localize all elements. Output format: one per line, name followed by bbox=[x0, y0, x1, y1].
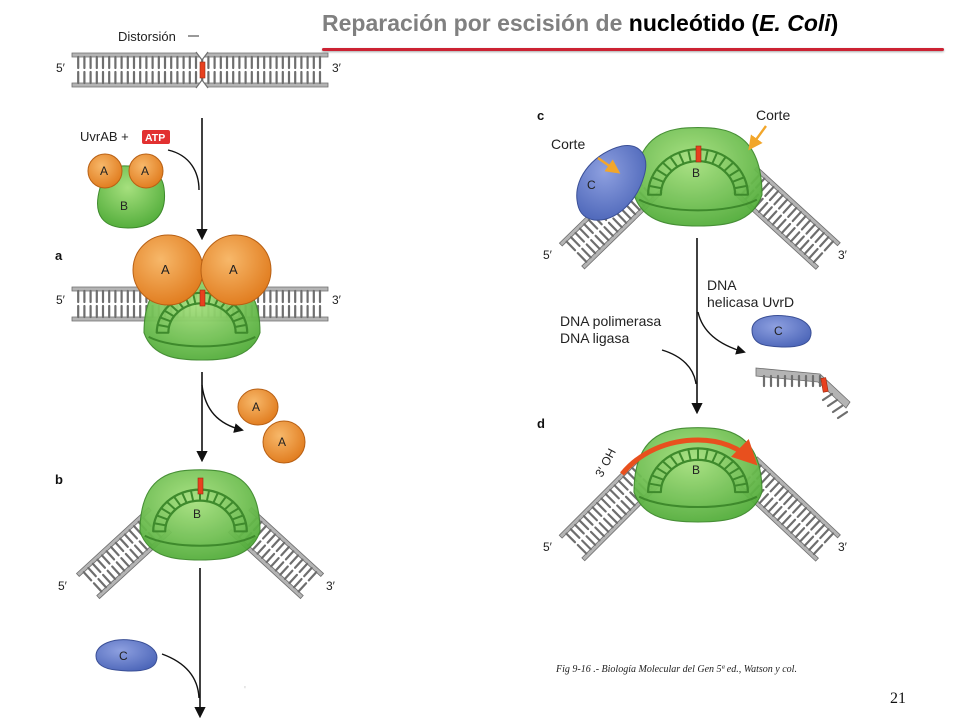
slide-title: Reparación por escisión de nucleótido (E… bbox=[322, 10, 838, 37]
protein-a-free-left bbox=[87, 153, 123, 189]
label-helicase-line1: DNA bbox=[707, 277, 737, 293]
protein-b-b: B bbox=[139, 469, 261, 561]
label-protein-a-free-right: A bbox=[141, 164, 149, 178]
protein-a-released-1 bbox=[237, 388, 279, 426]
cut-arrow-right bbox=[748, 125, 767, 151]
label-panel-b: b bbox=[55, 472, 63, 487]
atp-badge bbox=[142, 130, 170, 144]
label-protein-a-free-left: A bbox=[100, 164, 108, 178]
label-3prime-d: 3′ bbox=[838, 540, 848, 554]
label-uvrab: UvrAB + bbox=[80, 129, 129, 144]
label-5prime-c: 5′ bbox=[543, 248, 553, 262]
lesion-a bbox=[199, 289, 206, 307]
label-5prime-d: 5′ bbox=[543, 540, 553, 554]
protein-c-free bbox=[95, 639, 158, 672]
label-protein-a-a-right: A bbox=[229, 262, 238, 277]
protein-a-a-right bbox=[200, 234, 272, 306]
svg-text:B: B bbox=[193, 507, 201, 521]
label-protein-a-released-1: A bbox=[252, 400, 260, 414]
title-part-2: nucleótido ( bbox=[628, 10, 760, 36]
label-3prime-b: 3′ bbox=[326, 579, 336, 593]
label-distortion: Distorsión bbox=[118, 29, 176, 44]
lesion-top bbox=[199, 61, 206, 79]
title-part-3: E. Coli bbox=[759, 10, 831, 36]
title-part-4: ) bbox=[830, 10, 839, 36]
label-panel-a: a bbox=[55, 248, 63, 263]
label-5prime-b: 5′ bbox=[58, 579, 68, 593]
figure-caption: Fig 9-16 .- Biología Molecular del Gen 5… bbox=[556, 664, 797, 675]
label-protein-b-c-text: B bbox=[692, 166, 700, 180]
arrow-release-c bbox=[697, 311, 746, 355]
label-protein-a-a-left: A bbox=[161, 262, 170, 277]
protein-b-d bbox=[633, 427, 763, 523]
label-3-oh: 3′ OH bbox=[592, 446, 619, 479]
label-cut-left: Corte bbox=[551, 136, 585, 152]
label-5prime-top: 5′ bbox=[56, 61, 66, 75]
label-3prime-c: 3′ bbox=[838, 248, 848, 262]
title-part-1: Reparación por escisión de bbox=[322, 10, 629, 36]
label-protein-b-free: B bbox=[120, 199, 128, 213]
label-5prime-a: 5′ bbox=[56, 293, 66, 307]
label-cut-right: Corte bbox=[756, 107, 790, 123]
label-polymerase-line1: DNA polimerasa bbox=[560, 313, 661, 329]
label-protein-c-released: C bbox=[774, 324, 783, 338]
excised-fragment bbox=[755, 367, 851, 420]
arrow-join-uvrab bbox=[167, 149, 200, 191]
label-panel-d: d bbox=[537, 416, 545, 431]
protein-c-bound bbox=[576, 145, 647, 221]
label-atp: ATP bbox=[145, 132, 165, 144]
label-protein-b-d-text: B bbox=[692, 463, 700, 477]
arrow-release-a bbox=[201, 384, 244, 433]
new-dna-strand bbox=[620, 437, 758, 476]
label-polymerase-line2: DNA ligasa bbox=[560, 330, 629, 346]
title-rule bbox=[322, 48, 944, 51]
faint-mark: ' bbox=[244, 685, 246, 696]
label-protein-a-released-2: A bbox=[278, 435, 286, 449]
dna-damaged bbox=[71, 51, 329, 89]
arrow-polymerase-join bbox=[661, 349, 697, 385]
page-number: 21 bbox=[890, 690, 906, 707]
label-protein-c-bound: C bbox=[587, 178, 596, 192]
label-helicase-line2: helicasa UvrD bbox=[707, 294, 794, 310]
protein-a-free-right bbox=[128, 153, 164, 189]
label-3prime-a: 3′ bbox=[332, 293, 342, 307]
label-panel-c: c bbox=[537, 108, 544, 123]
protein-a-released-2 bbox=[262, 420, 306, 464]
cut-arrow-left bbox=[597, 157, 621, 174]
label-protein-c-free: C bbox=[119, 649, 128, 663]
lesion-b bbox=[197, 477, 204, 495]
label-3prime-top: 3′ bbox=[332, 61, 342, 75]
lesion-c bbox=[695, 145, 702, 163]
arrow-join-c bbox=[161, 653, 200, 699]
protein-c-released bbox=[751, 315, 812, 348]
